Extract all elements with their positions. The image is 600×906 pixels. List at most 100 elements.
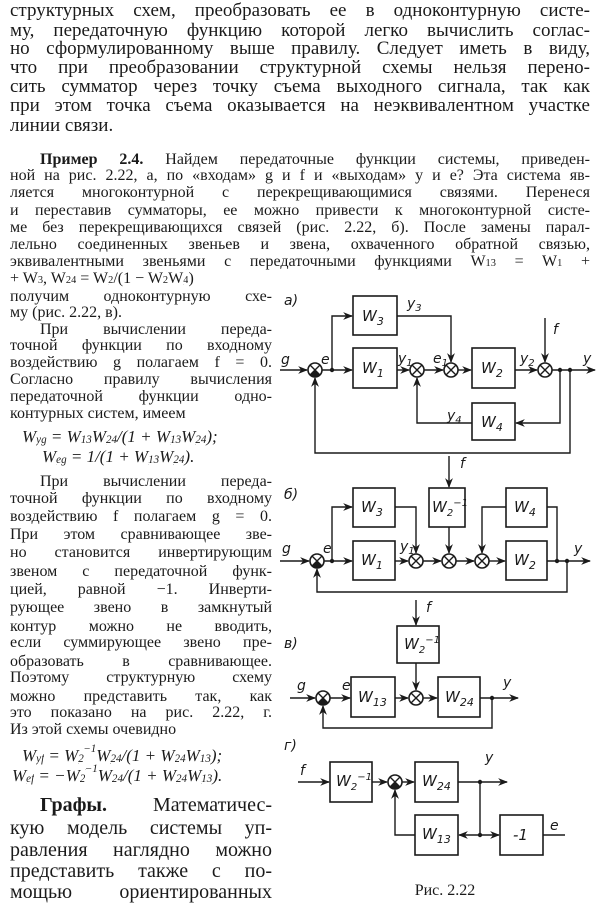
text-line: равления наглядно можно [10, 839, 272, 861]
diagram-v: в) W13 W2−1 W24 g e y f [284, 600, 519, 729]
text-line: ляется многоконтурной с перекрещивающими… [10, 184, 590, 201]
formula-wyf: W_yf = W_2^−1W_24/(1 + W_24W_13); [22, 744, 222, 765]
text-line: воздействию g полагаем f = 0. [10, 354, 272, 371]
block-label: W13 [422, 825, 451, 846]
formula-part: _24 [105, 434, 118, 446]
signal-label: g [281, 352, 290, 368]
formula-part: = W [495, 253, 558, 270]
text-line: При этом сравнивающее зве- [10, 526, 272, 543]
formula-part: W [159, 447, 174, 466]
formula-part: _24 [65, 276, 77, 287]
formula-part: = −W [34, 766, 80, 786]
text-line: Поэтому структурную схему [10, 669, 272, 686]
signal-label: f [300, 763, 307, 779]
formula-part: ); [206, 427, 218, 446]
formula-part: ^−1 [83, 744, 97, 755]
text-line: кую модель системы уп- [10, 817, 272, 839]
block-label: W1 [361, 551, 383, 572]
signal-label: y [484, 750, 494, 766]
formula-part: _1 [557, 259, 563, 270]
formula-part: _13 [148, 454, 160, 466]
text-line: при этом точка съема оказывается на неэк… [10, 95, 590, 116]
block-w1 [352, 347, 398, 389]
text-line: воздействию f полагаем g = 0. [10, 508, 272, 525]
formula-weg: W_eg = 1/(1 + W_13W_24). [42, 448, 194, 466]
formula-part: + W [10, 270, 38, 287]
signal-label: y1 [397, 351, 413, 369]
text-line: звеном с передаточной функ- [10, 563, 272, 580]
text-line: му (рис. 2.22, в). [10, 304, 122, 321]
signal-label: g [282, 541, 291, 557]
text-line: структурных схем, преобразовать ее в одн… [10, 0, 590, 21]
summator-icon [441, 553, 457, 569]
block-label: W2−1 [432, 498, 468, 519]
formula-part: W [187, 766, 202, 786]
text-line: но сформулированному выше правилу. Следу… [10, 38, 590, 59]
formula-part: W [22, 427, 37, 446]
formula-part: _24 [195, 434, 207, 446]
graphs-heading: Графы. [40, 794, 108, 816]
block-label: W2 [514, 551, 536, 572]
text-line: это показано на рис. 2.22, г. [10, 704, 272, 721]
text-line: мощью ориентированных [10, 881, 272, 903]
example-heading: Пример 2.4. [40, 151, 144, 168]
formula-part: /(1 − W [113, 270, 163, 287]
block-label: W3 [362, 307, 384, 328]
formula-part: = 1/(1 + W [66, 447, 149, 466]
formula-part: _2 [162, 276, 169, 287]
formula-part: _3 [37, 276, 44, 287]
text-line-formula: + W_3, W_24 = W_2/(1 − W_2W_4) [10, 271, 590, 287]
formula-part: ); [210, 746, 223, 766]
text-line: получим одноконтурную схе- [10, 288, 272, 305]
text-line: лельно соединенных звеньев и звена, охва… [10, 236, 590, 253]
formula-part: _4 [183, 276, 189, 287]
formula-part: _24 [174, 753, 186, 765]
summator-icon [408, 690, 424, 706]
formula-part: = W [44, 746, 79, 766]
text-line-formula: эквивалентными звеньями с передаточными … [10, 254, 590, 270]
formula-part: _ef [26, 773, 35, 785]
text-line: цией, равной −1. Инверти- [10, 581, 272, 598]
signal-label: e [321, 352, 330, 368]
signal-label: f [460, 456, 467, 472]
text-line: сить сумматор через точку съема выходног… [10, 76, 590, 97]
formula-part: W [185, 746, 200, 766]
formula-part: _24 [110, 753, 122, 765]
summator-icon [537, 362, 553, 378]
text-line: если суммирующее звено пре- [10, 634, 272, 651]
text-line: Согласно правилу вычисления [10, 371, 272, 388]
formula-part: _2 [79, 773, 86, 785]
signal-label: e [323, 541, 332, 557]
formula-part: _eg [56, 454, 67, 466]
text-line: При вычислении переда- [40, 473, 272, 490]
formula-part: _13 [170, 434, 182, 446]
text-line: Графы. Математичес- [40, 795, 272, 815]
summator-icon [307, 362, 323, 378]
text-line: точной функции по входному [10, 490, 272, 507]
formula-part: _13 [485, 259, 496, 270]
signal-label: f [553, 322, 560, 338]
block-w4 [471, 402, 516, 441]
diagram-label: в) [284, 636, 298, 652]
formula-part: = W [46, 427, 81, 446]
block-label: W4 [481, 413, 503, 434]
block-label: W2 [481, 359, 503, 380]
signal-label: e1 [433, 351, 448, 369]
formula-part: _24 [173, 454, 185, 466]
formula-part: = W [76, 270, 109, 287]
block-label: W4 [514, 498, 536, 519]
block-label: W3 [361, 498, 383, 519]
formula-part: _2 [78, 753, 84, 765]
signal-label: g [297, 678, 306, 694]
formula-part: _13 [80, 434, 92, 446]
text-line: и переставив сумматоры, ее можно привест… [10, 202, 590, 219]
block-label: W13 [358, 688, 387, 709]
text-line: но становится инвертирующим [10, 544, 272, 561]
text-line: Пример 2.4. Найдем передаточные функции … [40, 152, 590, 168]
formula-part: ). [212, 766, 223, 786]
formula-part: ). [184, 447, 195, 466]
summator-icon [309, 553, 325, 569]
block-label: W24 [445, 688, 474, 709]
text-line: что при преобразовании структурной схемы… [10, 57, 590, 78]
diagram-label: г) [284, 738, 297, 754]
